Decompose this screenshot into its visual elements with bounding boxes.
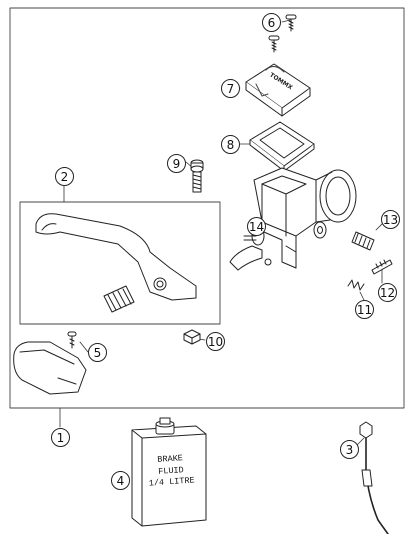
lever-subframe [19, 201, 221, 325]
part-2-brake-lever [35, 213, 197, 301]
part-4-fluid-can [131, 417, 207, 527]
part-7-reservoir-cover [245, 63, 311, 117]
callout-6: 6 [262, 13, 281, 32]
master-cylinder-body [253, 167, 357, 269]
part-3-brake-line [359, 421, 389, 534]
lever-guard [13, 341, 87, 395]
part-11-spring [347, 279, 365, 291]
callout-8: 8 [221, 135, 240, 154]
part-6-screws [268, 14, 297, 53]
part-13-adjuster-screw [351, 231, 375, 251]
callout-1: 1 [51, 428, 70, 447]
fluid-can-label: BRAKE FLUID 1/4 LITRE [145, 452, 197, 490]
assembly-frame [9, 7, 405, 409]
part-5-screw [67, 331, 77, 349]
callout-12: 12 [378, 283, 397, 302]
callout-10: 10 [206, 332, 225, 351]
part-8-gasket [249, 121, 315, 172]
callout-2: 2 [55, 167, 74, 186]
lever-adjuster [103, 285, 135, 313]
callout-3: 3 [340, 440, 359, 459]
part-10-nut [183, 329, 201, 345]
callout-13: 13 [381, 210, 400, 229]
part-9-bolt [190, 159, 204, 193]
callout-4: 4 [111, 471, 130, 490]
callout-9: 9 [167, 154, 186, 173]
callout-7: 7 [221, 79, 240, 98]
callout-5: 5 [88, 343, 107, 362]
part-12-pin [371, 259, 393, 275]
callout-14: 14 [247, 217, 266, 236]
callout-11: 11 [355, 300, 374, 319]
